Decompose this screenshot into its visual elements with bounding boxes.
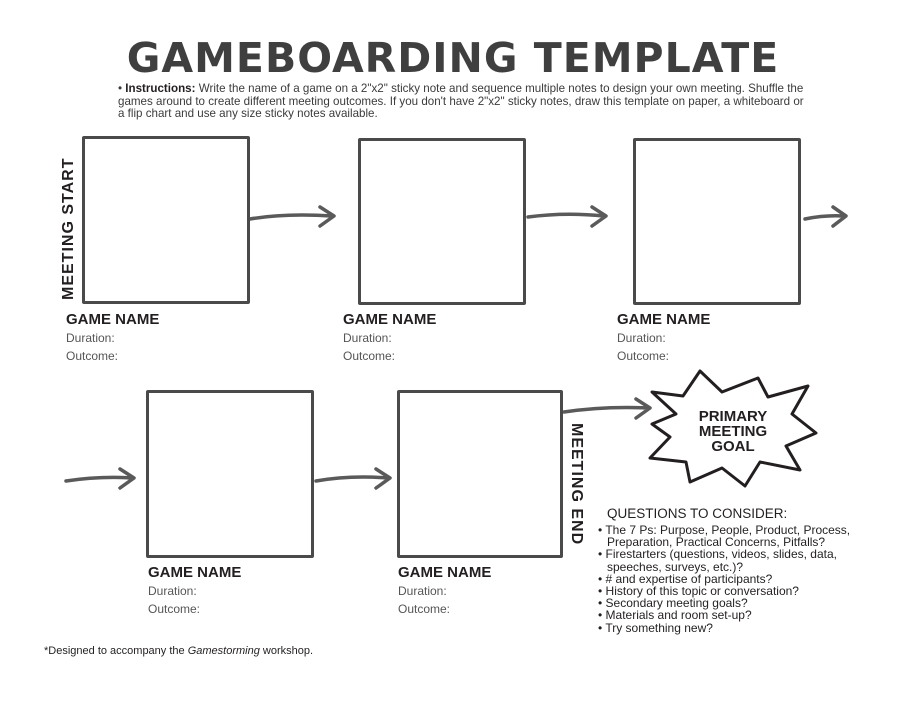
game-label-3: GAME NAME Duration: Outcome: (617, 311, 710, 363)
arrow-1-2 (248, 205, 336, 228)
instructions-text: Write the name of a game on a 2"x2" stic… (118, 82, 804, 120)
game-name: GAME NAME (343, 311, 437, 328)
game-slot-3 (633, 138, 801, 305)
questions-title: QUESTIONS TO CONSIDER: (607, 506, 788, 521)
goal-line: GOAL (711, 438, 755, 455)
game-label-5: GAME NAME Duration: Outcome: (398, 564, 491, 616)
game-slot-5 (397, 390, 563, 558)
game-outcome: Outcome: (66, 349, 119, 363)
game-duration: Duration: (66, 331, 115, 345)
game-outcome: Outcome: (398, 602, 451, 616)
footer-note: *Designed to accompany the Gamestorming … (44, 645, 314, 657)
game-name: GAME NAME (66, 311, 160, 328)
game-outcome: Outcome: (617, 349, 670, 363)
goal-burst-shape (648, 369, 818, 488)
game-label-2: GAME NAME Duration: Outcome: (343, 311, 436, 363)
instructions-label: Instructions: (125, 82, 196, 95)
game-name: GAME NAME (398, 564, 492, 581)
game-duration: Duration: (148, 584, 197, 598)
goal-line: MEETING (698, 423, 768, 440)
arrow-2-3 (526, 205, 608, 228)
game-name: GAME NAME (617, 311, 711, 328)
list-item: • History of this topic or conversation? (598, 584, 799, 599)
game-name: GAME NAME (148, 564, 242, 581)
list-item: • # and expertise of participants? (598, 571, 773, 586)
arrow-prev-4 (64, 467, 136, 490)
goal-line: PRIMARY (698, 408, 768, 425)
game-slot-2 (358, 138, 526, 305)
primary-meeting-goal: PRIMARY MEETING GOAL (668, 409, 798, 454)
arrow-4-5 (314, 467, 392, 490)
list-item: • Firestarters (questions, videos, slide… (598, 547, 837, 574)
meeting-start-label: MEETING START (60, 157, 77, 300)
arrow-5-goal (562, 397, 652, 420)
game-outcome: Outcome: (343, 349, 396, 363)
list-item: • Try something new? (598, 620, 713, 635)
game-slot-1 (82, 136, 250, 304)
meeting-end-label: MEETING END (568, 423, 585, 546)
list-item: • Secondary meeting goals? (598, 596, 748, 611)
footer-emphasis: Gamestorming (187, 645, 260, 657)
list-item: • Materials and room set-up? (598, 608, 752, 623)
arrow-3-next (803, 205, 848, 228)
questions-list: • The 7 Ps: Purpose, People, Product, Pr… (597, 524, 857, 634)
game-label-4: GAME NAME Duration: Outcome: (148, 564, 241, 616)
instructions: • Instructions: Write the name of a game… (118, 82, 804, 120)
list-item: • The 7 Ps: Purpose, People, Product, Pr… (598, 523, 851, 550)
game-duration: Duration: (343, 331, 392, 345)
game-duration: Duration: (398, 584, 447, 598)
game-slot-4 (146, 390, 314, 558)
page-title: GAMEBOARDING TEMPLATE (126, 34, 780, 82)
game-label-1: GAME NAME Duration: Outcome: (66, 311, 159, 363)
game-duration: Duration: (617, 331, 666, 345)
game-outcome: Outcome: (148, 602, 201, 616)
